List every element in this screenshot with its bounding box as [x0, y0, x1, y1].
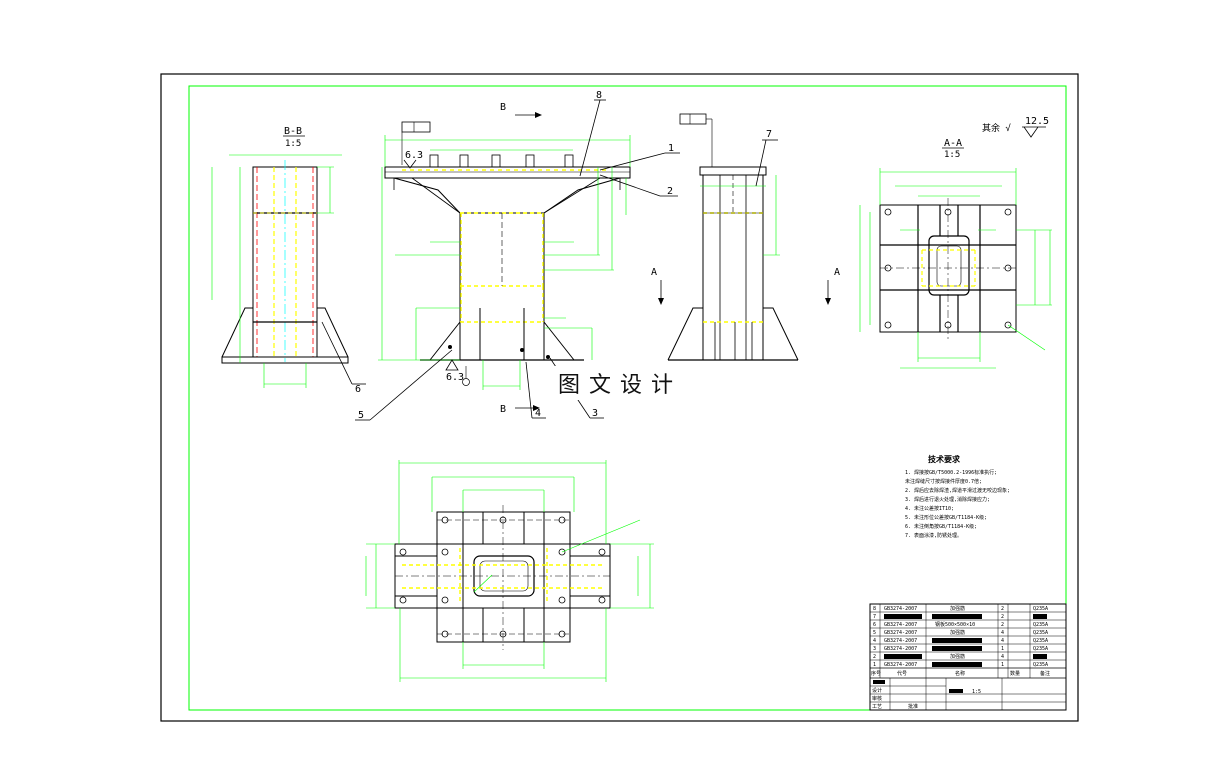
outer-frame [160, 73, 1079, 722]
bom-row-6-no: 3 [873, 646, 876, 652]
view-arrow-b-bottom: B [500, 404, 506, 415]
callout-4: 4 [535, 408, 541, 419]
bom-row-8-qty: 1 [1001, 662, 1004, 668]
section-b-scale: 1:5 [285, 139, 301, 149]
bom-row-3-qty: 2 [1001, 622, 1004, 628]
parts-list: 8 GB3274-2007 加强筋 2 Q235A 7 2 6 GB3274-2… [869, 603, 1067, 711]
view-arrow-b-top: B [500, 102, 506, 113]
bom-row-5-mat: Q235A [1033, 638, 1048, 644]
tech-req-item-4: 4. 未注公差按IT10; [905, 505, 954, 512]
bom-row-1-name: 加强筋 [950, 605, 965, 612]
bom-row-1-no: 8 [873, 606, 876, 612]
bom-row-7-no: 2 [873, 654, 876, 660]
bom-row-8-mat: Q235A [1033, 662, 1048, 668]
section-a-view: 其余 √ 12.5 A-A 1:5 A [825, 116, 1052, 369]
bom-row-6-code: GB3274-2007 [884, 646, 917, 652]
section-a-label: A-A [944, 138, 962, 149]
bom-row-5-no: 4 [873, 638, 876, 644]
bom-row-8-no: 1 [873, 662, 876, 668]
bom-header-remark: 备注 [1040, 670, 1050, 677]
title-label-process: 工艺 [872, 704, 882, 710]
front-view: B [355, 90, 680, 421]
bom-row-2-qty: 2 [1001, 614, 1004, 620]
callout-5: 5 [358, 410, 364, 421]
weld-roughness-bottom: 6.3 [446, 372, 464, 383]
callout-7: 7 [766, 129, 772, 140]
bom-row-4-name: 加强筋 [950, 629, 965, 636]
bom-row-2-no: 7 [873, 614, 876, 620]
bom-header-no: 序号 [871, 670, 881, 677]
callout-1: 1 [668, 143, 674, 154]
tech-req-item-5: 5. 未注形位公差按GB/T1184-K级; [905, 514, 987, 521]
callout-2: 2 [667, 186, 673, 197]
bom-row-1-mat: Q235A [1033, 606, 1048, 612]
bom-row-3-mat: Q235A [1033, 622, 1048, 628]
view-arrow-a-left: A [651, 267, 657, 278]
section-b-label: B-B [284, 126, 302, 137]
bom-row-6-mat: Q235A [1033, 646, 1048, 652]
bom-header-name: 名称 [955, 670, 965, 677]
bom-header-qty: 数量 [1010, 670, 1020, 677]
tech-req-item-1b: 未注焊缝尺寸按焊接件厚度0.7倍; [905, 478, 982, 485]
bom-row-4-qty: 4 [1001, 630, 1004, 636]
watermark-label: 图文设计 [545, 366, 695, 400]
roughness-note: 其余 √ [982, 122, 1011, 134]
top-view [365, 460, 654, 682]
bom-row-7-qty: 4 [1001, 654, 1004, 660]
section-b-view: B-B 1:5 6 [211, 126, 366, 395]
bom-row-1-code: GB3274-2007 [884, 606, 917, 612]
tech-req-item-1: 1. 焊接按GB/T5000.2-1996标准执行; [905, 469, 997, 476]
tech-requirements: 技术要求 1. 焊接按GB/T5000.2-1996标准执行; 未注焊缝尺寸按焊… [905, 454, 1010, 539]
bom-row-7-name: 加强筋 [950, 653, 965, 660]
bom-header-code: 代号 [897, 670, 907, 677]
inner-border [188, 85, 1067, 711]
view-arrow-a-right: A [834, 267, 840, 278]
weld-roughness-top: 6.3 [405, 150, 423, 161]
title-label-approve: 批准 [908, 703, 918, 710]
roughness-value: 12.5 [1025, 116, 1049, 127]
tech-req-item-3: 3. 焊后进行退火处理,消除焊接应力; [905, 496, 990, 503]
title-label-check: 审核 [872, 695, 882, 702]
tech-req-title: 技术要求 [928, 454, 961, 464]
bom-row-3-no: 6 [873, 622, 876, 628]
bom-row-5-code: GB3274-2007 [884, 638, 917, 644]
callout-6: 6 [355, 384, 361, 395]
section-a-scale: 1:5 [944, 150, 960, 160]
bom-row-6-qty: 1 [1001, 646, 1004, 652]
bom-row-3-name: 钢板500×500×10 [935, 621, 975, 628]
title-label-design: 设计 [872, 687, 882, 694]
tech-req-item-7: 7. 表面涂漆,防锈处理。 [905, 532, 962, 539]
tech-req-item-2: 2. 焊后应去除焊渣,焊道平滑过渡无咬边现象; [905, 487, 1010, 494]
bom-row-5-qty: 4 [1001, 638, 1004, 644]
bom-row-1-qty: 2 [1001, 606, 1004, 612]
bom-row-3-code: GB3274-2007 [884, 622, 917, 628]
bom-row-4-code: GB3274-2007 [884, 630, 917, 636]
bom-row-8-code: GB3274-2007 [884, 662, 917, 668]
callout-3: 3 [592, 408, 598, 419]
callout-8: 8 [596, 90, 602, 101]
tech-req-item-6: 6. 未注倒角按GB/T1184-K级; [905, 523, 977, 530]
title-scale: 1:5 [972, 689, 981, 695]
side-view: A 7 [651, 113, 799, 361]
bom-row-4-mat: Q235A [1033, 630, 1048, 636]
bom-row-4-no: 5 [873, 630, 876, 636]
